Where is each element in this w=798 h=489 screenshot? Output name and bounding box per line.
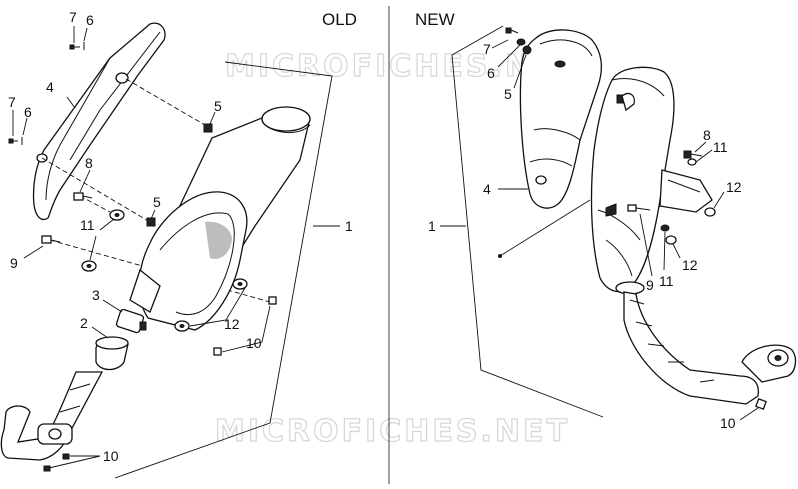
old-leader-6b	[22, 117, 28, 136]
new-leader-1-dot	[498, 254, 502, 258]
old-leader-10a	[221, 305, 271, 353]
new-nut-5	[522, 45, 532, 55]
old-leader-4	[66, 96, 76, 109]
old-screw-7-top	[69, 42, 85, 50]
new-leader-11b	[663, 231, 666, 271]
header-new: NEW	[415, 10, 455, 29]
new-callout-5: 5	[504, 86, 512, 102]
old-clamp-3	[115, 308, 147, 334]
old-leader-10b	[48, 455, 101, 469]
old-callout-10a: 10	[246, 335, 262, 351]
old-gasket-12a	[232, 278, 248, 290]
new-leader-9	[639, 213, 653, 277]
old-downpipe	[0, 371, 104, 461]
old-bolt-8	[73, 192, 93, 201]
old-leader-3	[102, 299, 123, 313]
old-leader-2	[91, 326, 109, 339]
old-dash-3	[79, 195, 111, 213]
new-nut-10	[755, 398, 767, 410]
new-assembly-bracket	[451, 25, 604, 418]
new-leader-7	[491, 39, 509, 49]
old-callout-11: 11	[80, 217, 95, 233]
new-callout-1: 1	[428, 218, 436, 234]
new-washer-11b	[660, 224, 670, 232]
new-exhaust-pipe	[623, 291, 797, 405]
new-callout-7: 7	[483, 41, 491, 57]
old-dash-2	[41, 157, 151, 223]
old-leader-5b	[150, 209, 156, 220]
new-washer-12b	[665, 235, 677, 245]
new-callout-12b: 12	[682, 257, 698, 273]
new-muffler	[590, 66, 713, 295]
old-bolt-9	[41, 235, 61, 244]
new-callout-12a: 12	[726, 179, 742, 195]
old-callout-5b: 5	[153, 194, 161, 210]
old-leader-8	[79, 169, 91, 193]
old-heat-shield	[32, 22, 166, 221]
old-callout-10b: 10	[103, 448, 119, 464]
old-leader-5a	[209, 111, 216, 125]
old-nut-5b	[146, 217, 156, 227]
new-callout-4: 4	[483, 181, 491, 197]
old-leader-11a	[99, 218, 115, 231]
new-leader-11a	[695, 149, 713, 163]
old-nut-10d	[213, 347, 222, 356]
old-callout-9: 9	[10, 255, 18, 271]
old-sleeve-2	[95, 336, 129, 371]
old-callout-12: 12	[224, 316, 240, 332]
new-washer-11a	[687, 158, 697, 166]
old-gasket-12b	[174, 320, 190, 332]
new-leader-6	[497, 44, 521, 68]
new-leader-8	[694, 141, 707, 153]
watermark-bottom: MICROFICHES.NET	[215, 414, 570, 449]
new-leader-12a	[713, 191, 725, 209]
new-tab	[621, 92, 636, 112]
watermark-top: MICROFICHES.NET	[225, 49, 580, 84]
old-callout-1: 1	[345, 218, 353, 234]
old-callout-4: 4	[46, 79, 54, 95]
old-callout-6a: 6	[86, 12, 94, 28]
old-washer-11b	[81, 260, 97, 272]
old-leader-9	[23, 245, 44, 259]
old-washer-11a	[109, 209, 125, 221]
new-callout-10: 10	[720, 415, 736, 431]
old-screw-7-mid	[8, 137, 23, 145]
old-callout-2: 2	[80, 315, 88, 331]
new-leader-1b	[499, 199, 591, 257]
old-leader-6a	[83, 27, 88, 42]
old-assembly-bracket	[114, 61, 333, 479]
old-leader-11b	[89, 235, 97, 261]
new-bolt-9	[627, 204, 651, 212]
old-callout-7a: 7	[69, 9, 77, 25]
old-callout-3: 3	[92, 287, 100, 303]
old-muffler	[129, 106, 311, 331]
new-leader-10	[739, 407, 759, 421]
new-callout-6: 6	[487, 65, 495, 81]
new-callout-9: 9	[646, 277, 654, 293]
new-callout-11a: 11	[713, 139, 728, 155]
old-callout-7b: 7	[8, 94, 16, 110]
old-callout-5a: 5	[214, 98, 222, 114]
new-bolt-8	[683, 150, 703, 159]
new-washer-12a	[704, 207, 716, 217]
old-nut-10b	[62, 453, 70, 460]
old-nut-10c	[268, 296, 277, 305]
header-old: OLD	[322, 10, 357, 29]
old-nut-10a	[43, 465, 51, 472]
old-leader-12	[189, 287, 246, 327]
old-nut-5a	[203, 123, 213, 133]
new-callout-11b: 11	[659, 273, 674, 289]
new-screw-7	[505, 27, 519, 34]
new-washer-6	[516, 38, 526, 46]
new-leader-12b	[672, 243, 681, 259]
old-dash-1	[125, 78, 206, 126]
new-heat-shield	[519, 29, 603, 209]
new-leader-5	[513, 54, 527, 89]
new-callout-8: 8	[703, 127, 711, 143]
old-callout-8: 8	[85, 155, 93, 171]
old-callout-6b: 6	[24, 104, 32, 120]
